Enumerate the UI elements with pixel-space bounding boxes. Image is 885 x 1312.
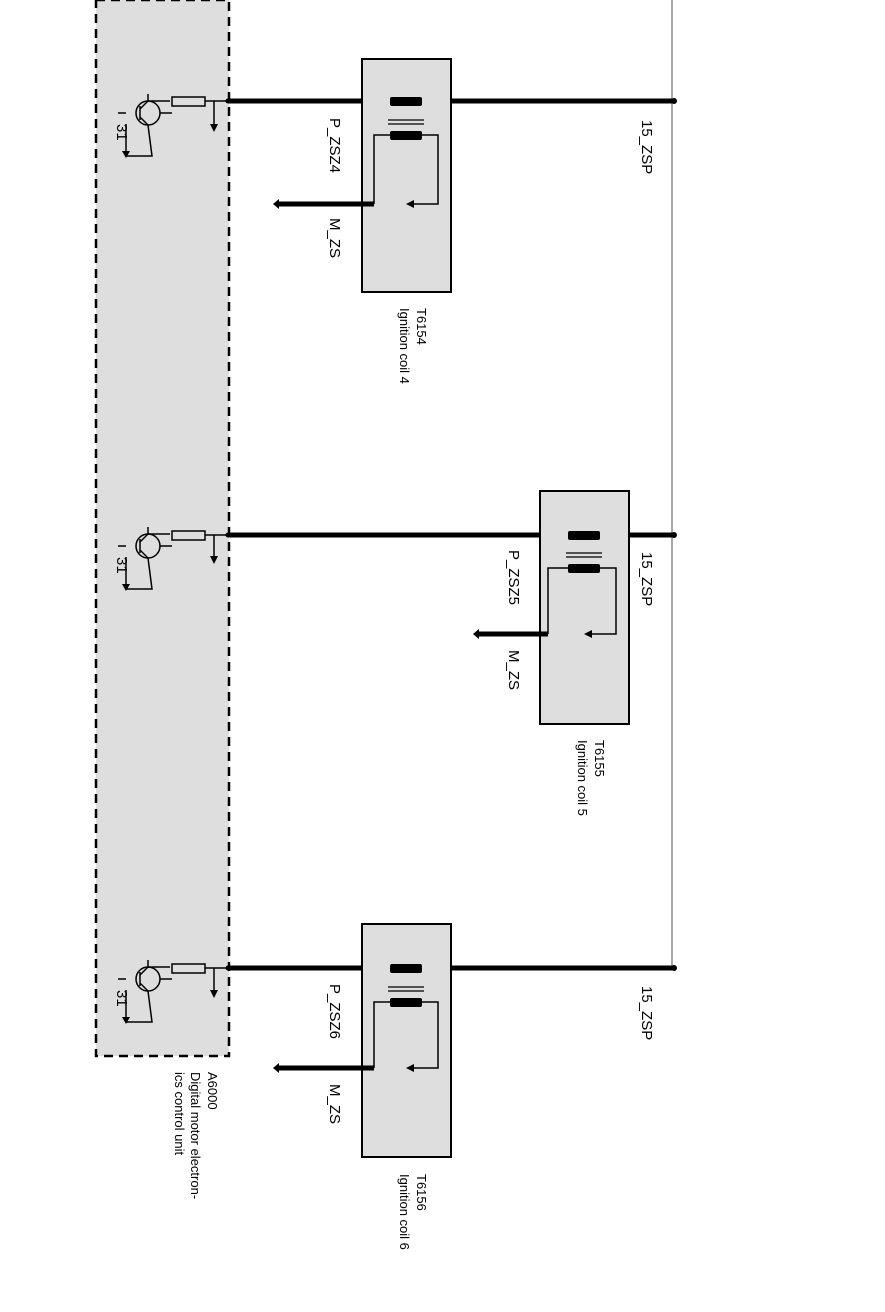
coil-id-label: T6154 [414,308,429,345]
ground-arrow-icon [122,1017,130,1024]
transistor-ground-label: 31 [113,990,130,1007]
control-unit-desc-line1: Digital motor electron- [188,1072,203,1199]
channel-coil-6: P_ZSZ6 M_ZS 15_ZSP 31 T6156 Ignition coi… [113,923,677,1250]
ground-label: M_ZS [326,1084,343,1124]
primary-winding-icon [390,97,422,106]
coil-name-label: Ignition coil 5 [575,740,590,816]
ignition-coil-box [361,923,452,1158]
spark-arrow-icon [406,200,414,208]
transistor-ground-label: 31 [113,557,130,574]
secondary-winding-icon [568,564,600,573]
secondary-winding-icon [390,131,422,140]
control-unit-id-label: A6000 [205,1072,220,1110]
primary-winding-icon [568,531,600,540]
transistor-ground-label: 31 [113,124,130,141]
driver-transistor-icon [118,960,172,1023]
output-arrow-icon [210,124,218,132]
ground-label: M_ZS [505,650,522,690]
ground-terminal-icon [273,199,279,209]
ground-terminal-icon [473,629,479,639]
coil-id-label: T6156 [414,1174,429,1211]
ground-arrow-icon [122,151,130,158]
output-arrow-icon [210,990,218,998]
coil-name-label: Ignition coil 6 [397,1174,412,1250]
ignition-coil-box [539,490,630,725]
control-unit-a6000 [94,0,231,1058]
ground-label: M_ZS [326,218,343,258]
secondary-winding-icon [390,998,422,1007]
signal-label: P_ZSZ5 [505,550,522,605]
supply-label: 15_ZSP [638,552,655,606]
ignition-coil-box [361,58,452,293]
signal-label: P_ZSZ6 [326,984,343,1039]
coil-id-label: T6155 [592,740,607,777]
channel-coil-4: P_ZSZ4 M_ZS 15_ZSP 31 T6154 Ignition coi… [113,58,677,384]
control-unit-panel [94,0,231,1058]
coil-name-label: Ignition coil 4 [397,308,412,384]
ground-arrow-icon [122,584,130,591]
channel-coil-5: P_ZSZ5 M_ZS 15_ZSP 31 T6155 Ignition coi… [113,490,677,816]
primary-winding-icon [390,964,422,973]
supply-label: 15_ZSP [638,120,655,174]
output-arrow-icon [210,556,218,564]
spark-arrow-icon [406,1064,414,1072]
spark-arrow-icon [584,630,592,638]
supply-label: 15_ZSP [638,986,655,1040]
ground-terminal-icon [273,1063,279,1073]
control-unit-desc-line2: ics control unit [172,1072,187,1155]
signal-label: P_ZSZ4 [326,118,343,173]
